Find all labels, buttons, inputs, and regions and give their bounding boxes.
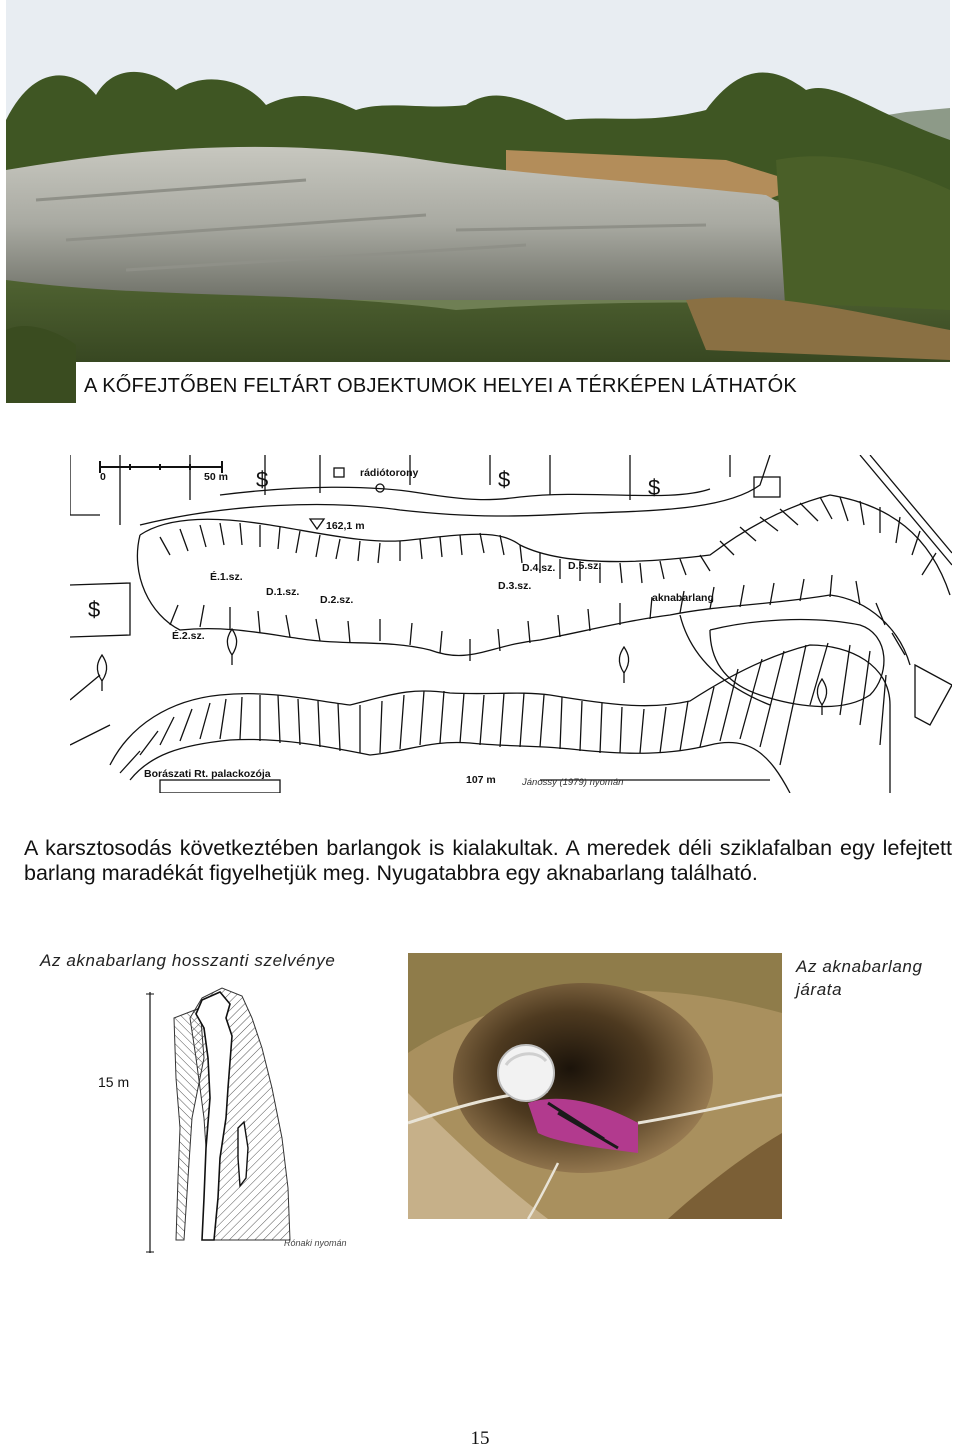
dollar-icon: $	[88, 597, 100, 622]
quarry-photo-graphic	[6, 0, 950, 403]
map-source: Jánossy (1979) nyomán	[521, 777, 623, 788]
tree-icon	[618, 645, 630, 683]
radio-tower-label: rádiótorony	[360, 467, 418, 479]
cave-cross-section: 15 m Rónaki nyomán	[92, 978, 372, 1258]
cave-label-d5: D.5.sz.	[568, 560, 601, 572]
site-map-graphic: $ $ $ $ 0 50 m rádiótorony 162,1 m É.1.s…	[69, 454, 953, 794]
tree-icon	[96, 653, 108, 691]
cave-photo-caption-line1: Az aknabarlang	[796, 957, 923, 976]
scale-start: 0	[100, 471, 106, 483]
body-paragraph: A karsztosodás következtében barlangok i…	[24, 836, 952, 885]
tower-icon	[333, 467, 345, 478]
elevation-bottom: 107 m	[466, 774, 496, 786]
cave-label-d1: D.1.sz.	[266, 586, 299, 598]
cave-cross-section-graphic: 15 m Rónaki nyomán	[98, 987, 347, 1253]
section-source: Rónaki nyomán	[284, 1238, 347, 1248]
survey-point-icon	[308, 518, 326, 531]
cave-label-d2: D.2.sz.	[320, 594, 353, 606]
section-title: Az aknabarlang hosszanti szelvénye	[40, 951, 336, 970]
quarry-photo: A KŐFEJTŐBEN FELTÁRT OBJEKTUMOK HELYEI A…	[6, 0, 950, 403]
dollar-icon: $	[648, 475, 660, 500]
shaft-cave-label: aknabarlang	[652, 592, 714, 604]
tree-icon	[226, 627, 238, 665]
tree-icon	[816, 677, 828, 715]
dollar-icon: $	[498, 467, 510, 492]
dollar-icon: $	[256, 467, 268, 492]
cave-label-e1: É.1.sz.	[210, 570, 243, 583]
bottling-plant-label: Borászati Rt. palackozója	[144, 768, 271, 780]
scale-end: 50 m	[204, 471, 228, 483]
site-map: $ $ $ $ 0 50 m rádiótorony 162,1 m É.1.s…	[69, 454, 953, 794]
tower-icon	[375, 483, 385, 493]
cave-label-d4: D.4.sz.	[522, 562, 555, 574]
cave-photo-graphic	[408, 953, 782, 1219]
elevation-top: 162,1 m	[326, 520, 365, 532]
cave-photo	[408, 953, 782, 1219]
depth-label: 15 m	[98, 1074, 129, 1090]
cave-label-d3: D.3.sz.	[498, 580, 531, 592]
photo-caption: A KŐFEJTŐBEN FELTÁRT OBJEKTUMOK HELYEI A…	[84, 375, 797, 397]
page-number: 15	[470, 1428, 490, 1449]
cave-label-e2: É.2.sz.	[172, 629, 205, 642]
cave-photo-caption: Az aknabarlang járata	[796, 955, 923, 1001]
cave-photo-caption-line2: járata	[796, 980, 843, 999]
